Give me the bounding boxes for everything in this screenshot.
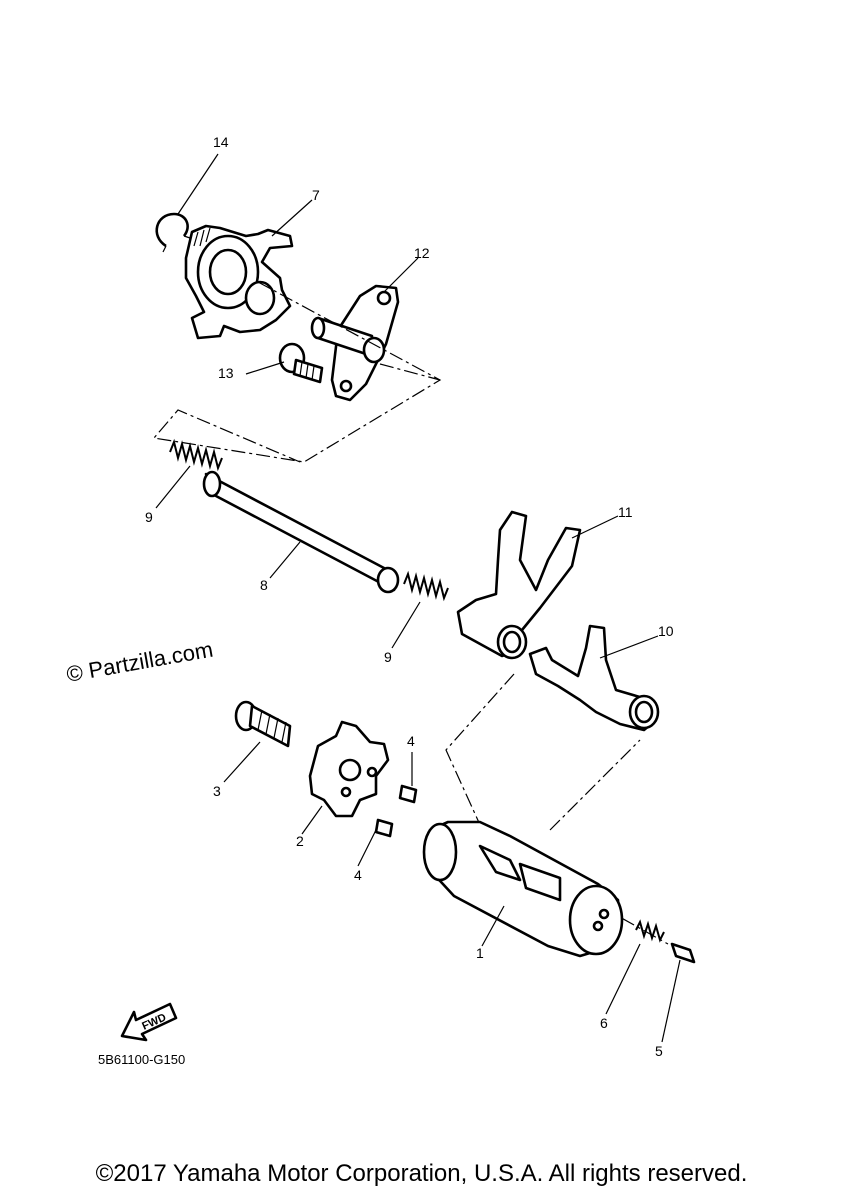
callout-12: 12 (414, 245, 430, 261)
callout-9-lower: 9 (384, 649, 392, 665)
callout-9-upper: 9 (145, 509, 153, 525)
shift-fork-part-10 (528, 624, 660, 732)
pin-part-4-lower (374, 818, 394, 838)
callout-14: 14 (213, 134, 229, 150)
fwd-arrow-icon: FWD (120, 1002, 178, 1042)
callout-4-lower: 4 (354, 867, 362, 883)
spring-part-9-lower (403, 570, 449, 602)
shift-shaft-part-8 (202, 470, 400, 594)
bolt-part-13 (278, 342, 324, 384)
callout-leaders (155, 153, 681, 1043)
copyright-footer: ©2017 Yamaha Motor Corporation, U.S.A. A… (95, 1160, 748, 1187)
diagram-code: 5B61100-G150 (98, 1052, 185, 1067)
callout-10: 10 (658, 623, 674, 639)
callout-5: 5 (655, 1043, 663, 1059)
callout-2: 2 (296, 833, 304, 849)
callout-1: 1 (476, 945, 484, 961)
shift-drum-part-1 (422, 820, 624, 958)
callout-13: 13 (218, 365, 234, 381)
segment-part-2 (308, 720, 390, 818)
screw-part-3 (234, 700, 292, 748)
partzilla-watermark: © Partzilla.com (65, 637, 215, 687)
callout-6: 6 (600, 1015, 608, 1031)
lever-part-12 (310, 284, 400, 402)
spring-part-6 (635, 919, 665, 943)
pin-part-4-upper (398, 784, 418, 804)
assembly-lines (152, 281, 669, 945)
callout-7: 7 (312, 187, 320, 203)
shift-fork-part-11 (456, 510, 582, 660)
callout-3: 3 (213, 783, 221, 799)
pin-part-5 (670, 942, 696, 964)
callout-11: 11 (618, 504, 633, 520)
shift-segment-part-7 (184, 224, 294, 340)
spring-part-9-upper (169, 438, 223, 472)
callout-8: 8 (260, 577, 268, 593)
circlip-part-14 (155, 212, 191, 253)
callout-4-upper: 4 (407, 733, 415, 749)
